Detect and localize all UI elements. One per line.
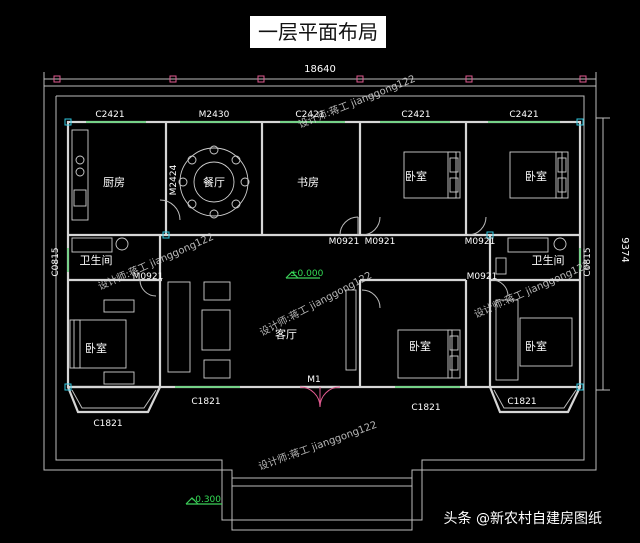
level-marker-floor <box>285 271 320 279</box>
bathroom-fixtures <box>71 237 567 275</box>
room-label-living: 客厅 <box>275 327 297 341</box>
room-label-dining: 餐厅 <box>203 175 225 189</box>
door-label-m1: M1 <box>307 375 321 385</box>
right-dimension-line <box>596 117 610 391</box>
window-label-c1821-living: C1821 <box>191 397 220 407</box>
dining-table <box>178 145 250 219</box>
window-label-c2421-study: C2421 <box>295 110 324 120</box>
bay-window-right <box>488 386 581 414</box>
entrance-steps <box>232 477 412 487</box>
room-label-bath-left: 卫生间 <box>80 253 113 267</box>
watermark-2: 设计师:蒋工 jianggong122 <box>96 230 216 293</box>
plan-title: 一层平面布局 <box>250 16 386 48</box>
window-label-c2421-bedroom: C2421 <box>401 110 430 120</box>
interior-walls <box>68 122 580 389</box>
outside-level-label: -0.300 <box>192 495 221 505</box>
living-room-furniture <box>167 281 357 379</box>
level-marker-outside <box>185 497 222 505</box>
room-label-bedroom-bottom-right: 卧室 <box>525 339 547 353</box>
bed-bottom-mid <box>397 329 461 379</box>
watermark-5: 设计师:蒋工 jianggong122 <box>257 418 379 473</box>
column-markers <box>64 118 584 391</box>
exterior-walls <box>66 120 582 389</box>
interior-doors <box>139 199 509 309</box>
window-label-c2421-kitchen: C2421 <box>95 110 124 120</box>
room-label-bedroom-bottom-mid: 卧室 <box>409 339 431 353</box>
window-markers <box>67 121 581 388</box>
window-label-c0815-right: C0815 <box>583 247 593 276</box>
floor-level-label: ±0.000 <box>290 269 324 279</box>
source-attribution: 头条 @新农村自建房图纸 <box>443 511 602 527</box>
kitchen-fixtures <box>71 129 89 221</box>
room-label-kitchen: 厨房 <box>103 176 125 189</box>
door-label-m0921-right: M0921 <box>465 237 496 247</box>
main-entrance <box>299 385 341 408</box>
window-label-c1821-bay-left: C1821 <box>93 419 122 429</box>
room-label-study: 书房 <box>297 176 319 189</box>
room-label-bedroom-left: 卧室 <box>85 341 107 355</box>
bed-bottom-right <box>495 299 573 381</box>
bed-left <box>69 299 135 385</box>
roof-outline <box>43 85 597 531</box>
door-label-m2424: M2424 <box>169 164 179 195</box>
window-label-c1821-bedroom: C1821 <box>411 403 440 413</box>
window-label-c0815-left: C0815 <box>51 247 61 276</box>
door-label-m0921-bedroom: M0921 <box>365 237 396 247</box>
room-label-bedroom-top-mid: 卧室 <box>405 169 427 183</box>
room-label-bath-right: 卫生间 <box>532 253 565 267</box>
top-dimension-line <box>43 72 597 86</box>
window-label-c1821-bay-right: C1821 <box>507 397 536 407</box>
bay-window-left <box>66 386 161 414</box>
room-label-bedroom-top-right: 卧室 <box>525 169 547 183</box>
total-width-label: 18640 <box>304 64 336 75</box>
bed-top-right <box>509 151 569 199</box>
door-label-m0921-study: M0921 <box>329 237 360 247</box>
total-depth-label: 9374 <box>619 237 630 262</box>
bed-top-mid <box>403 151 461 199</box>
door-label-m0921-bath-right: M0921 <box>467 272 498 282</box>
window-label-c2421-bedroom-right: C2421 <box>509 110 538 120</box>
door-label-m0921-bath-left: M0921 <box>133 272 164 282</box>
door-label-m2430: M2430 <box>199 110 230 120</box>
